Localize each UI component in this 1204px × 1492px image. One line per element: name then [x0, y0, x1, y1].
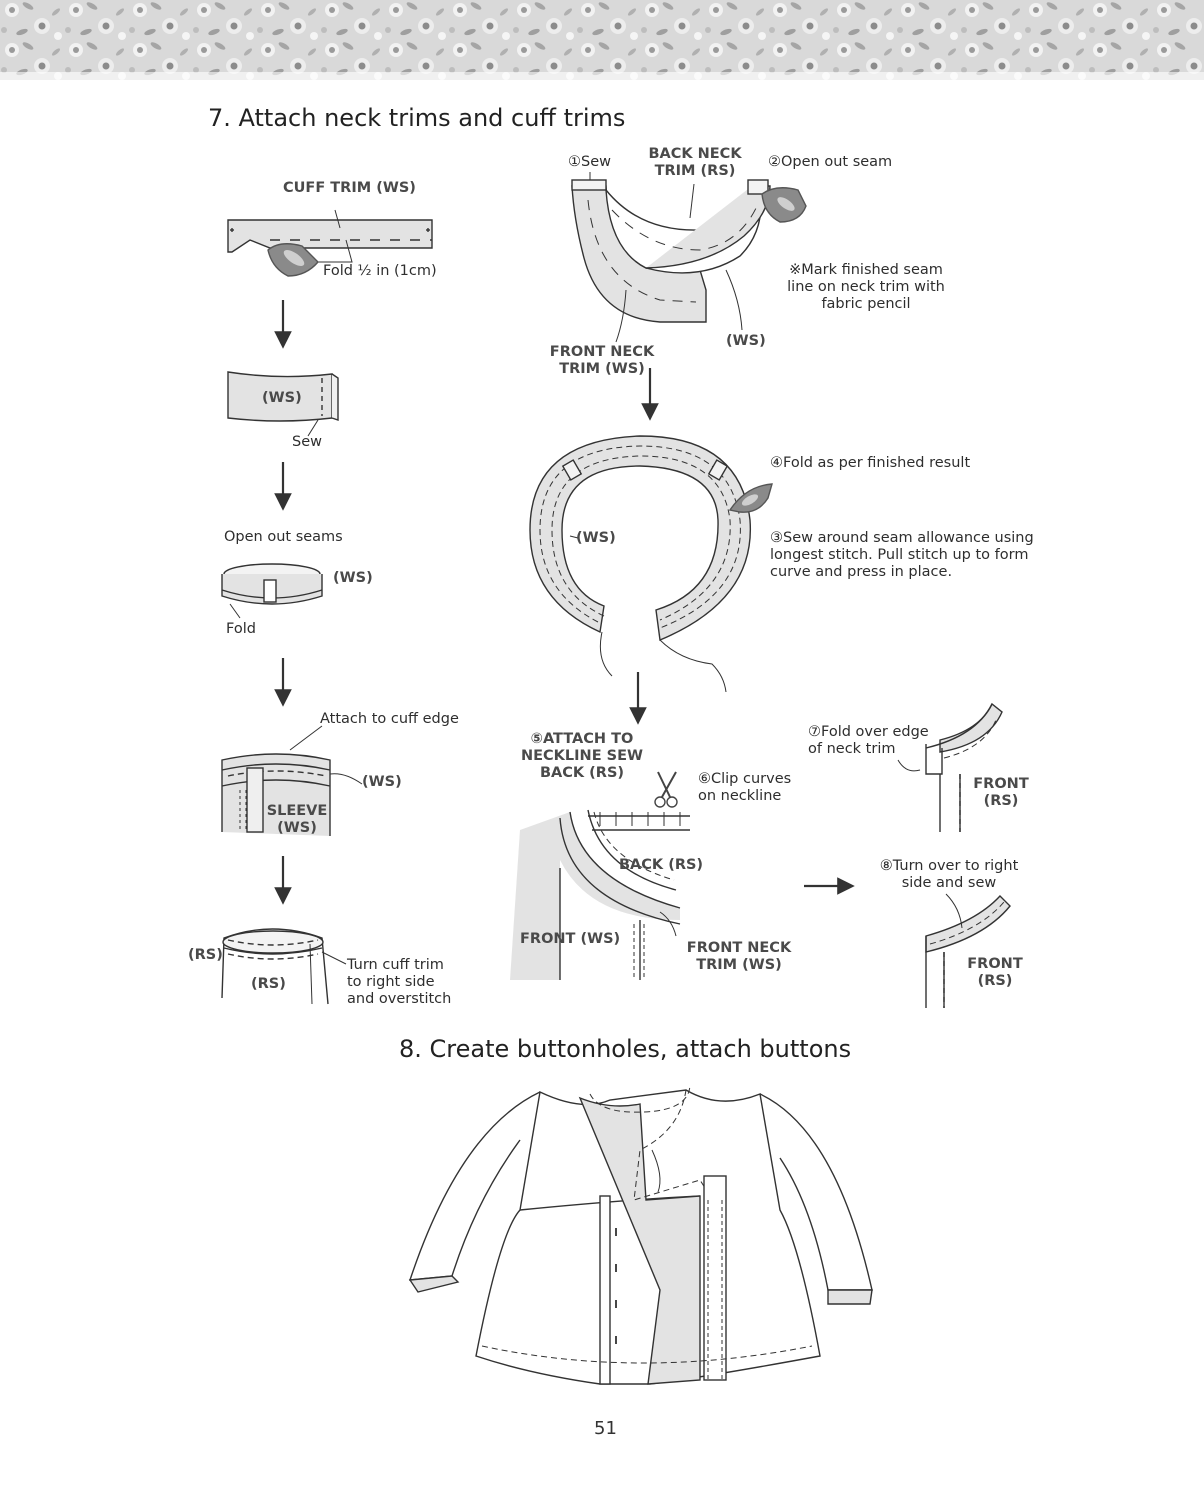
step-5-label: ⑤ATTACH TO NECKLINE SEW BACK (RS) [521, 731, 643, 781]
cuff-trim-label: CUFF TRIM (WS) [283, 180, 416, 196]
back-rs-label: BACK (RS) [619, 857, 704, 873]
step-7-label: ⑦Fold over edge of neck trim [808, 724, 929, 757]
neckline-attach [510, 809, 690, 980]
ws-label: (WS) [333, 570, 373, 586]
front-rs-label: FRONT (RS) [967, 956, 1023, 989]
attach-cuff-label: Attach to cuff edge [320, 711, 459, 727]
front-neck-trim-label: FRONT NECK TRIM (WS) [549, 344, 655, 377]
turned-over-edge [925, 893, 1011, 1008]
cuff-loop [227, 371, 339, 437]
cuff-ring-open [221, 563, 323, 619]
fold-label: Fold ½ in (1cm) [323, 263, 437, 279]
scissors-icon [654, 771, 678, 808]
iron-icon [728, 483, 773, 513]
step-2-label: ②Open out seam [768, 154, 893, 170]
ws-label: (WS) [262, 390, 302, 406]
step-3-label: ③Sew around seam allowance using longest… [770, 530, 1034, 580]
neck-trim-joined [571, 172, 771, 343]
front-rs-label: FRONT (RS) [973, 776, 1029, 809]
section-8-title: 8. Create buttonholes, attach buttons [399, 1035, 852, 1063]
step-1-label: ①Sew [568, 154, 611, 170]
sew-label: Sew [292, 434, 322, 450]
section-7-title: 7. Attach neck trims and cuff trims [208, 104, 626, 132]
fold-label: Fold [226, 621, 256, 637]
turn-cuff-label: Turn cuff trim to right side and oversti… [347, 957, 452, 1007]
iron-icon [267, 243, 319, 277]
mark-note: ※Mark finished seam line on neck trim wi… [787, 262, 945, 312]
front-neck-trim-label: FRONT NECK TRIM (WS) [686, 940, 792, 973]
ws-label: (WS) [576, 530, 616, 546]
page-number: 51 [594, 1418, 617, 1439]
finished-jacket [408, 1083, 873, 1385]
front-ws-label: FRONT (WS) [520, 931, 621, 947]
rs-label: (RS) [251, 976, 286, 992]
neck-trim-curved [529, 435, 752, 693]
floral-banner [0, 0, 1204, 80]
cuff-trim-strip [227, 209, 433, 263]
ws-label: (WS) [362, 774, 402, 790]
sleeve-label: SLEEVE (WS) [266, 803, 328, 836]
fold-over-edge [897, 702, 1003, 832]
rs-label: (RS) [188, 947, 223, 963]
finished-cuff [221, 928, 347, 1005]
iron-icon [761, 187, 807, 223]
step-8-label: ⑧Turn over to right side and sew [879, 858, 1019, 891]
open-seams-label: Open out seams [224, 529, 343, 545]
step-6-label: ⑥Clip curves on neckline [698, 771, 792, 804]
ws-label: (WS) [726, 333, 766, 349]
step-4-label: ④Fold as per finished result [770, 455, 971, 471]
back-neck-trim-label: BACK NECK TRIM (RS) [648, 146, 742, 179]
sleeve-with-cuff [221, 725, 363, 836]
